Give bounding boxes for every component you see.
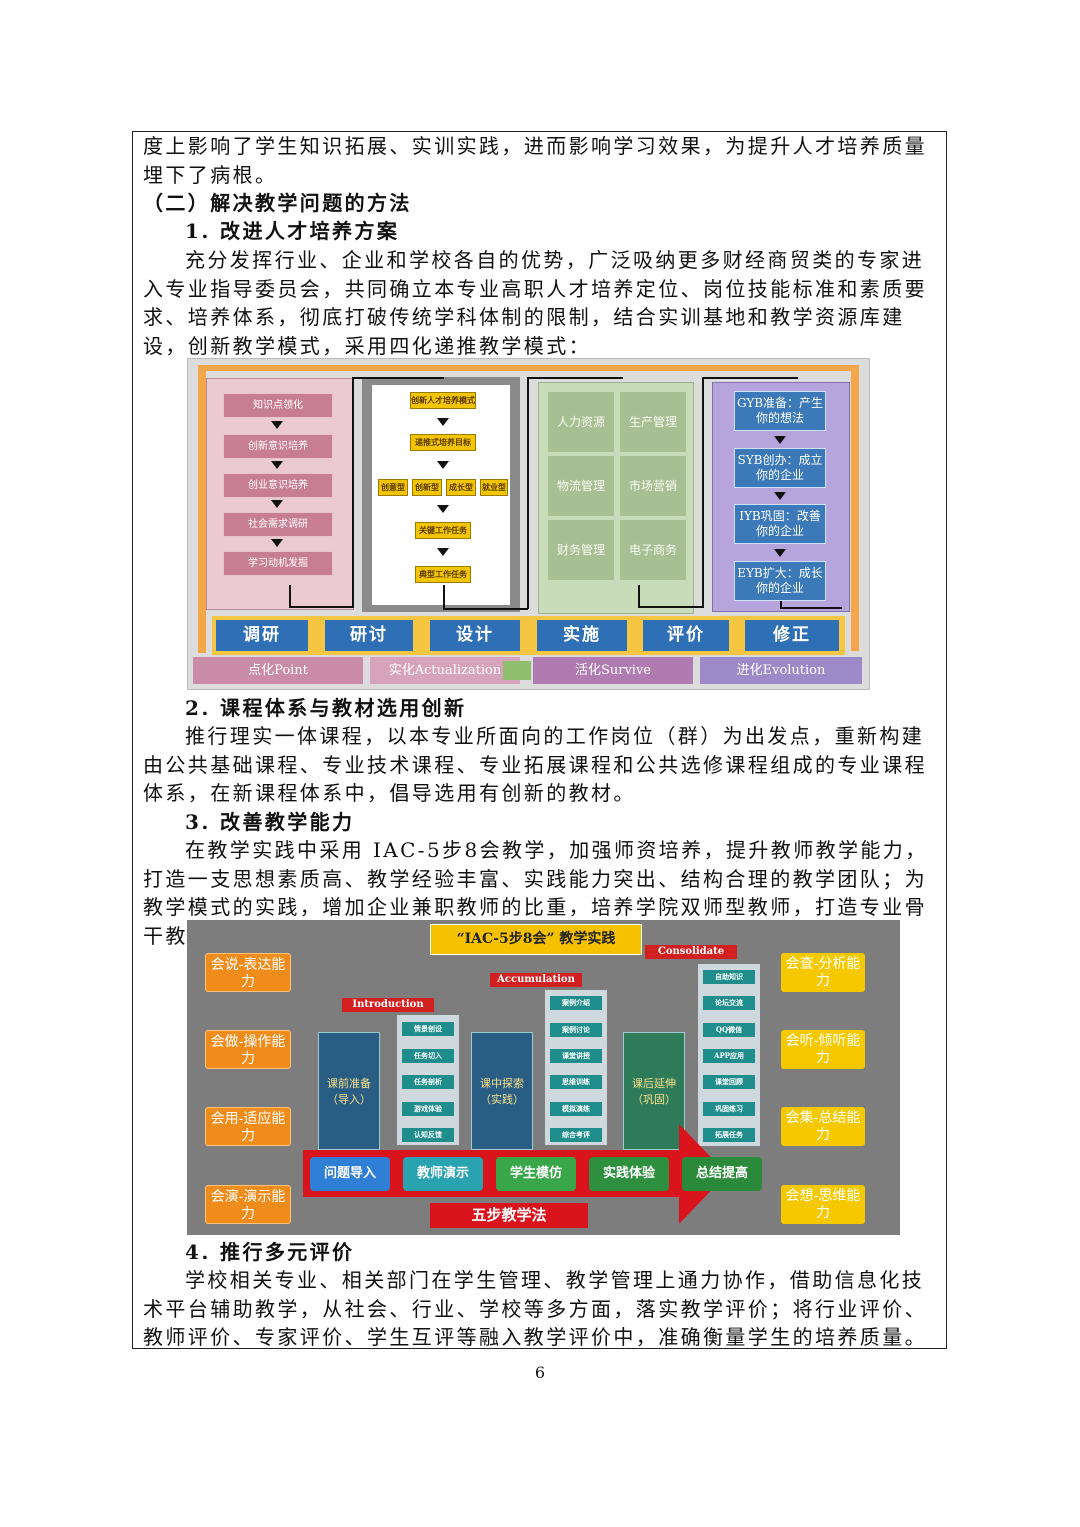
page-number: 6 <box>534 1363 546 1382</box>
intro-step-1: 情景创设 <box>402 1022 454 1036</box>
paragraph-4: 学校相关专业、相关部门在学生管理、教学管理上通力协作，借助信息化技术平台辅助教学… <box>143 1268 927 1349</box>
heading-3: 3. 改善教学能力 <box>185 810 355 834</box>
consol-step-6: 巩固练习 <box>703 1102 755 1116</box>
steps-bar <box>212 616 845 655</box>
intro-step-5: 认知反馈 <box>402 1128 454 1142</box>
pink-box-1: 知识点领化 <box>223 393 333 418</box>
blue-box-syb: SYB创办：成立你的企业 <box>734 448 826 488</box>
tag-consolidate: Consolidate <box>645 945 737 959</box>
green-cell-hr: 人力资源 <box>548 392 614 452</box>
consol-step-2: 论坛交流 <box>703 996 755 1010</box>
five-step-4: 实践体验 <box>589 1157 669 1191</box>
arrow-down-icon <box>437 505 449 513</box>
paragraph-3: 在教学实践中采用 IAC-5步8会教学，加强师资培养，提升教师教学能力，打造一支… <box>143 838 928 948</box>
diagram2-title: “IAC-5步8会” 教学实践 <box>430 924 642 955</box>
step-evaluate: 评价 <box>643 620 729 651</box>
skill-collect: 会集-总结能力 <box>781 1107 865 1146</box>
blue-box-gyb: GYB准备：产生你的想法 <box>734 391 826 431</box>
arrow-down-icon <box>437 461 449 469</box>
arrow-down-icon <box>437 418 449 426</box>
step-implement: 实施 <box>537 620 627 651</box>
step-discuss: 研讨 <box>325 620 413 651</box>
step-research: 调研 <box>216 620 308 651</box>
yellow-box-type-1: 创意型 <box>378 479 408 496</box>
phase-survive: 活化Survive <box>533 657 693 684</box>
consol-step-4: APP应用 <box>703 1049 755 1063</box>
yellow-box-top: 创新人才培养模式 <box>410 392 476 409</box>
arrow-down-icon <box>437 548 449 556</box>
phase-point: 点化Point <box>193 657 363 684</box>
green-cell-production: 生产管理 <box>620 392 686 452</box>
yellow-box-type-4: 就业型 <box>480 479 508 496</box>
consol-step-1: 自助知识 <box>703 970 755 984</box>
phase-evolution: 进化Evolution <box>700 657 862 684</box>
arrow-down-icon <box>271 421 283 429</box>
arrow-down-icon <box>774 549 786 557</box>
pillar-pre-class: 课前准备（导入） <box>318 1032 380 1150</box>
arrow-down-icon <box>774 436 786 444</box>
intro-step-3: 任务剖析 <box>402 1075 454 1089</box>
heading-1: 1. 改进人才培养方案 <box>185 219 400 243</box>
paragraph-1: 充分发挥行业、企业和学校各自的优势，广泛吸纳更多财经商贸类的专家进入专业指导委员… <box>143 248 927 358</box>
yellow-box-goal: 递推式培养目标 <box>410 434 476 451</box>
phase-actualization: 实化Actualization <box>370 657 520 684</box>
pillar-in-class: 课中探索（实践） <box>471 1032 533 1150</box>
arrow-down-icon <box>271 500 283 508</box>
skill-use: 会用-适应能力 <box>205 1107 291 1146</box>
paragraph-2: 推行理实一体课程，以本专业所面向的工作岗位（群）为出发点，重新构建由公共基础课程… <box>143 724 927 805</box>
green-cell-marketing: 市场营销 <box>620 456 686 516</box>
yellow-box-type-3: 成长型 <box>446 479 476 496</box>
skill-listen: 会听-倾听能力 <box>781 1030 865 1069</box>
tag-introduction: Introduction <box>342 998 434 1012</box>
content-frame <box>132 131 947 1349</box>
accum-step-4: 思维训练 <box>550 1075 602 1089</box>
five-step-title: 五步教学法 <box>430 1203 588 1228</box>
arrow-down-icon <box>774 492 786 500</box>
skill-speak: 会说-表达能力 <box>205 953 291 992</box>
green-cell-ecommerce: 电子商务 <box>620 520 686 580</box>
green-cell-logistics: 物流管理 <box>548 456 614 516</box>
heading-2: 2. 课程体系与教材选用创新 <box>185 696 467 720</box>
heading-4: 4. 推行多元评价 <box>185 1240 355 1264</box>
five-step-1: 问题导入 <box>310 1157 390 1191</box>
accum-step-3: 课堂讲授 <box>550 1049 602 1063</box>
section-heading: （二）解决教学问题的方法 <box>143 191 412 215</box>
five-step-3: 学生模仿 <box>496 1157 576 1191</box>
green-cell-finance: 财务管理 <box>548 520 614 580</box>
pink-box-2: 创新意识培养 <box>223 434 333 459</box>
yellow-box-key-task: 关键工作任务 <box>415 522 471 539</box>
accum-step-5: 模拟演练 <box>550 1102 602 1116</box>
step-revise: 修正 <box>745 620 839 651</box>
yellow-box-type-2: 创新型 <box>412 479 442 496</box>
consol-step-3: QQ微信 <box>703 1023 755 1037</box>
skill-demo: 会演-演示能力 <box>205 1185 291 1224</box>
skill-think: 会想-思维能力 <box>781 1185 865 1224</box>
pink-box-4: 社会需求调研 <box>223 512 333 537</box>
blue-box-iyb: IYB巩固：改善你的企业 <box>734 504 826 544</box>
accum-step-6: 综合考评 <box>550 1128 602 1142</box>
pillar-after-class: 课后延伸（巩固） <box>623 1032 685 1150</box>
pink-box-3: 创业意识培养 <box>223 473 333 498</box>
accum-step-1: 案例介绍 <box>550 996 602 1010</box>
five-step-5: 总结提高 <box>682 1157 762 1191</box>
arrow-right-icon <box>503 661 531 680</box>
five-step-2: 教师演示 <box>403 1157 483 1191</box>
skill-do: 会做-操作能力 <box>205 1030 291 1069</box>
pink-box-5: 学习动机发掘 <box>223 551 333 576</box>
intro-step-2: 任务切入 <box>402 1049 454 1063</box>
arrow-down-icon <box>271 461 283 469</box>
accum-step-2: 案例讨论 <box>550 1023 602 1037</box>
consol-step-5: 课堂回顾 <box>703 1075 755 1089</box>
blue-box-eyb: EYB扩大：成长你的企业 <box>734 561 826 601</box>
arrow-down-icon <box>271 539 283 547</box>
skill-search: 会查-分析能力 <box>781 953 865 992</box>
yellow-box-typical-task: 典型工作任务 <box>415 566 471 583</box>
intro-step-4: 游戏体验 <box>402 1102 454 1116</box>
tag-accumulation: Accumulation <box>490 973 582 987</box>
step-design: 设计 <box>430 620 520 651</box>
paragraph-continued: 度上影响了学生知识拓展、实训实践，进而影响学习效果，为提升人才培养质量埋下了病根… <box>143 134 927 187</box>
